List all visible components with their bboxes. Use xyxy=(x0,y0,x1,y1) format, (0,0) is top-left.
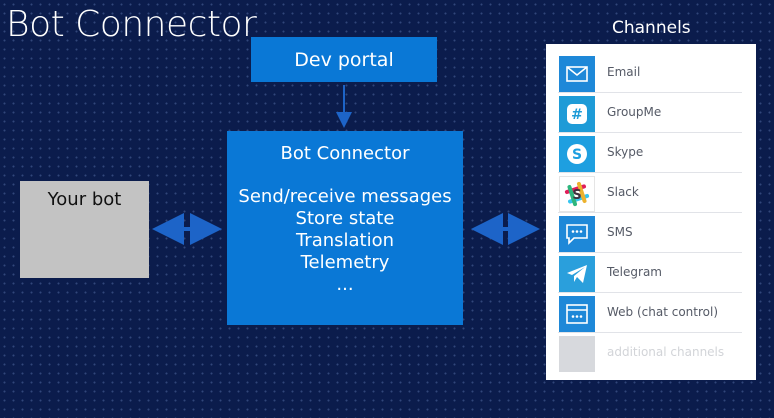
channel-sms: SMS xyxy=(546,213,756,253)
channel-label: GroupMe xyxy=(607,105,662,119)
channel-telegram: Telegram xyxy=(546,253,756,293)
channels-title: Channels xyxy=(612,18,691,38)
feature-messages: Send/receive messages xyxy=(238,186,452,207)
skype-icon: S xyxy=(559,136,595,172)
divider xyxy=(558,252,742,253)
your-bot-box: Your bot xyxy=(20,181,149,278)
slack-icon: S xyxy=(559,176,595,212)
channel-label: Slack xyxy=(607,185,639,199)
channel-email: Email xyxy=(546,53,756,93)
svg-text:#: # xyxy=(571,107,583,123)
channel-slack: S Slack xyxy=(546,173,756,213)
sms-icon xyxy=(559,216,595,252)
feature-state: Store state xyxy=(295,208,395,229)
connector-title: Bot Connector xyxy=(280,143,410,164)
channel-skype: S Skype xyxy=(546,133,756,173)
feature-telemetry: Telemetry xyxy=(300,252,390,273)
divider xyxy=(558,332,742,333)
your-bot-label: Your bot xyxy=(47,189,122,210)
divider xyxy=(558,92,742,93)
channel-label: Email xyxy=(607,65,641,79)
groupme-icon: # xyxy=(559,96,595,132)
channel-label: Telegram xyxy=(607,265,662,279)
divider xyxy=(558,132,742,133)
feature-translation: Translation xyxy=(295,230,395,251)
channel-label: Web (chat control) xyxy=(607,305,719,319)
channel-label: SMS xyxy=(607,225,633,239)
divider xyxy=(558,172,742,173)
svg-text:S: S xyxy=(572,188,581,203)
channel-label: Skype xyxy=(607,145,644,159)
bot-connector-box: Bot Connector Send/receive messages Stor… xyxy=(227,131,463,325)
channel-groupme: # GroupMe xyxy=(546,93,756,133)
channels-panel: Email # GroupMe S Skype S Slack xyxy=(546,44,756,380)
dev-portal-label: Dev portal xyxy=(294,48,394,71)
telegram-icon xyxy=(559,256,595,292)
placeholder-icon xyxy=(559,336,595,372)
channel-label: additional channels xyxy=(607,345,725,359)
feature-more: ... xyxy=(336,274,354,295)
svg-text:S: S xyxy=(572,147,582,163)
connector-features: Send/receive messages Store state Transl… xyxy=(227,186,463,296)
divider xyxy=(558,212,742,213)
channel-additional: additional channels xyxy=(546,333,756,373)
diagram-title: Bot Connector xyxy=(6,4,257,45)
divider xyxy=(558,292,742,293)
channel-web-chat: Web (chat control) xyxy=(546,293,756,333)
web-chat-icon xyxy=(559,296,595,332)
email-icon xyxy=(559,56,595,92)
dev-portal-box: Dev portal xyxy=(251,37,437,82)
